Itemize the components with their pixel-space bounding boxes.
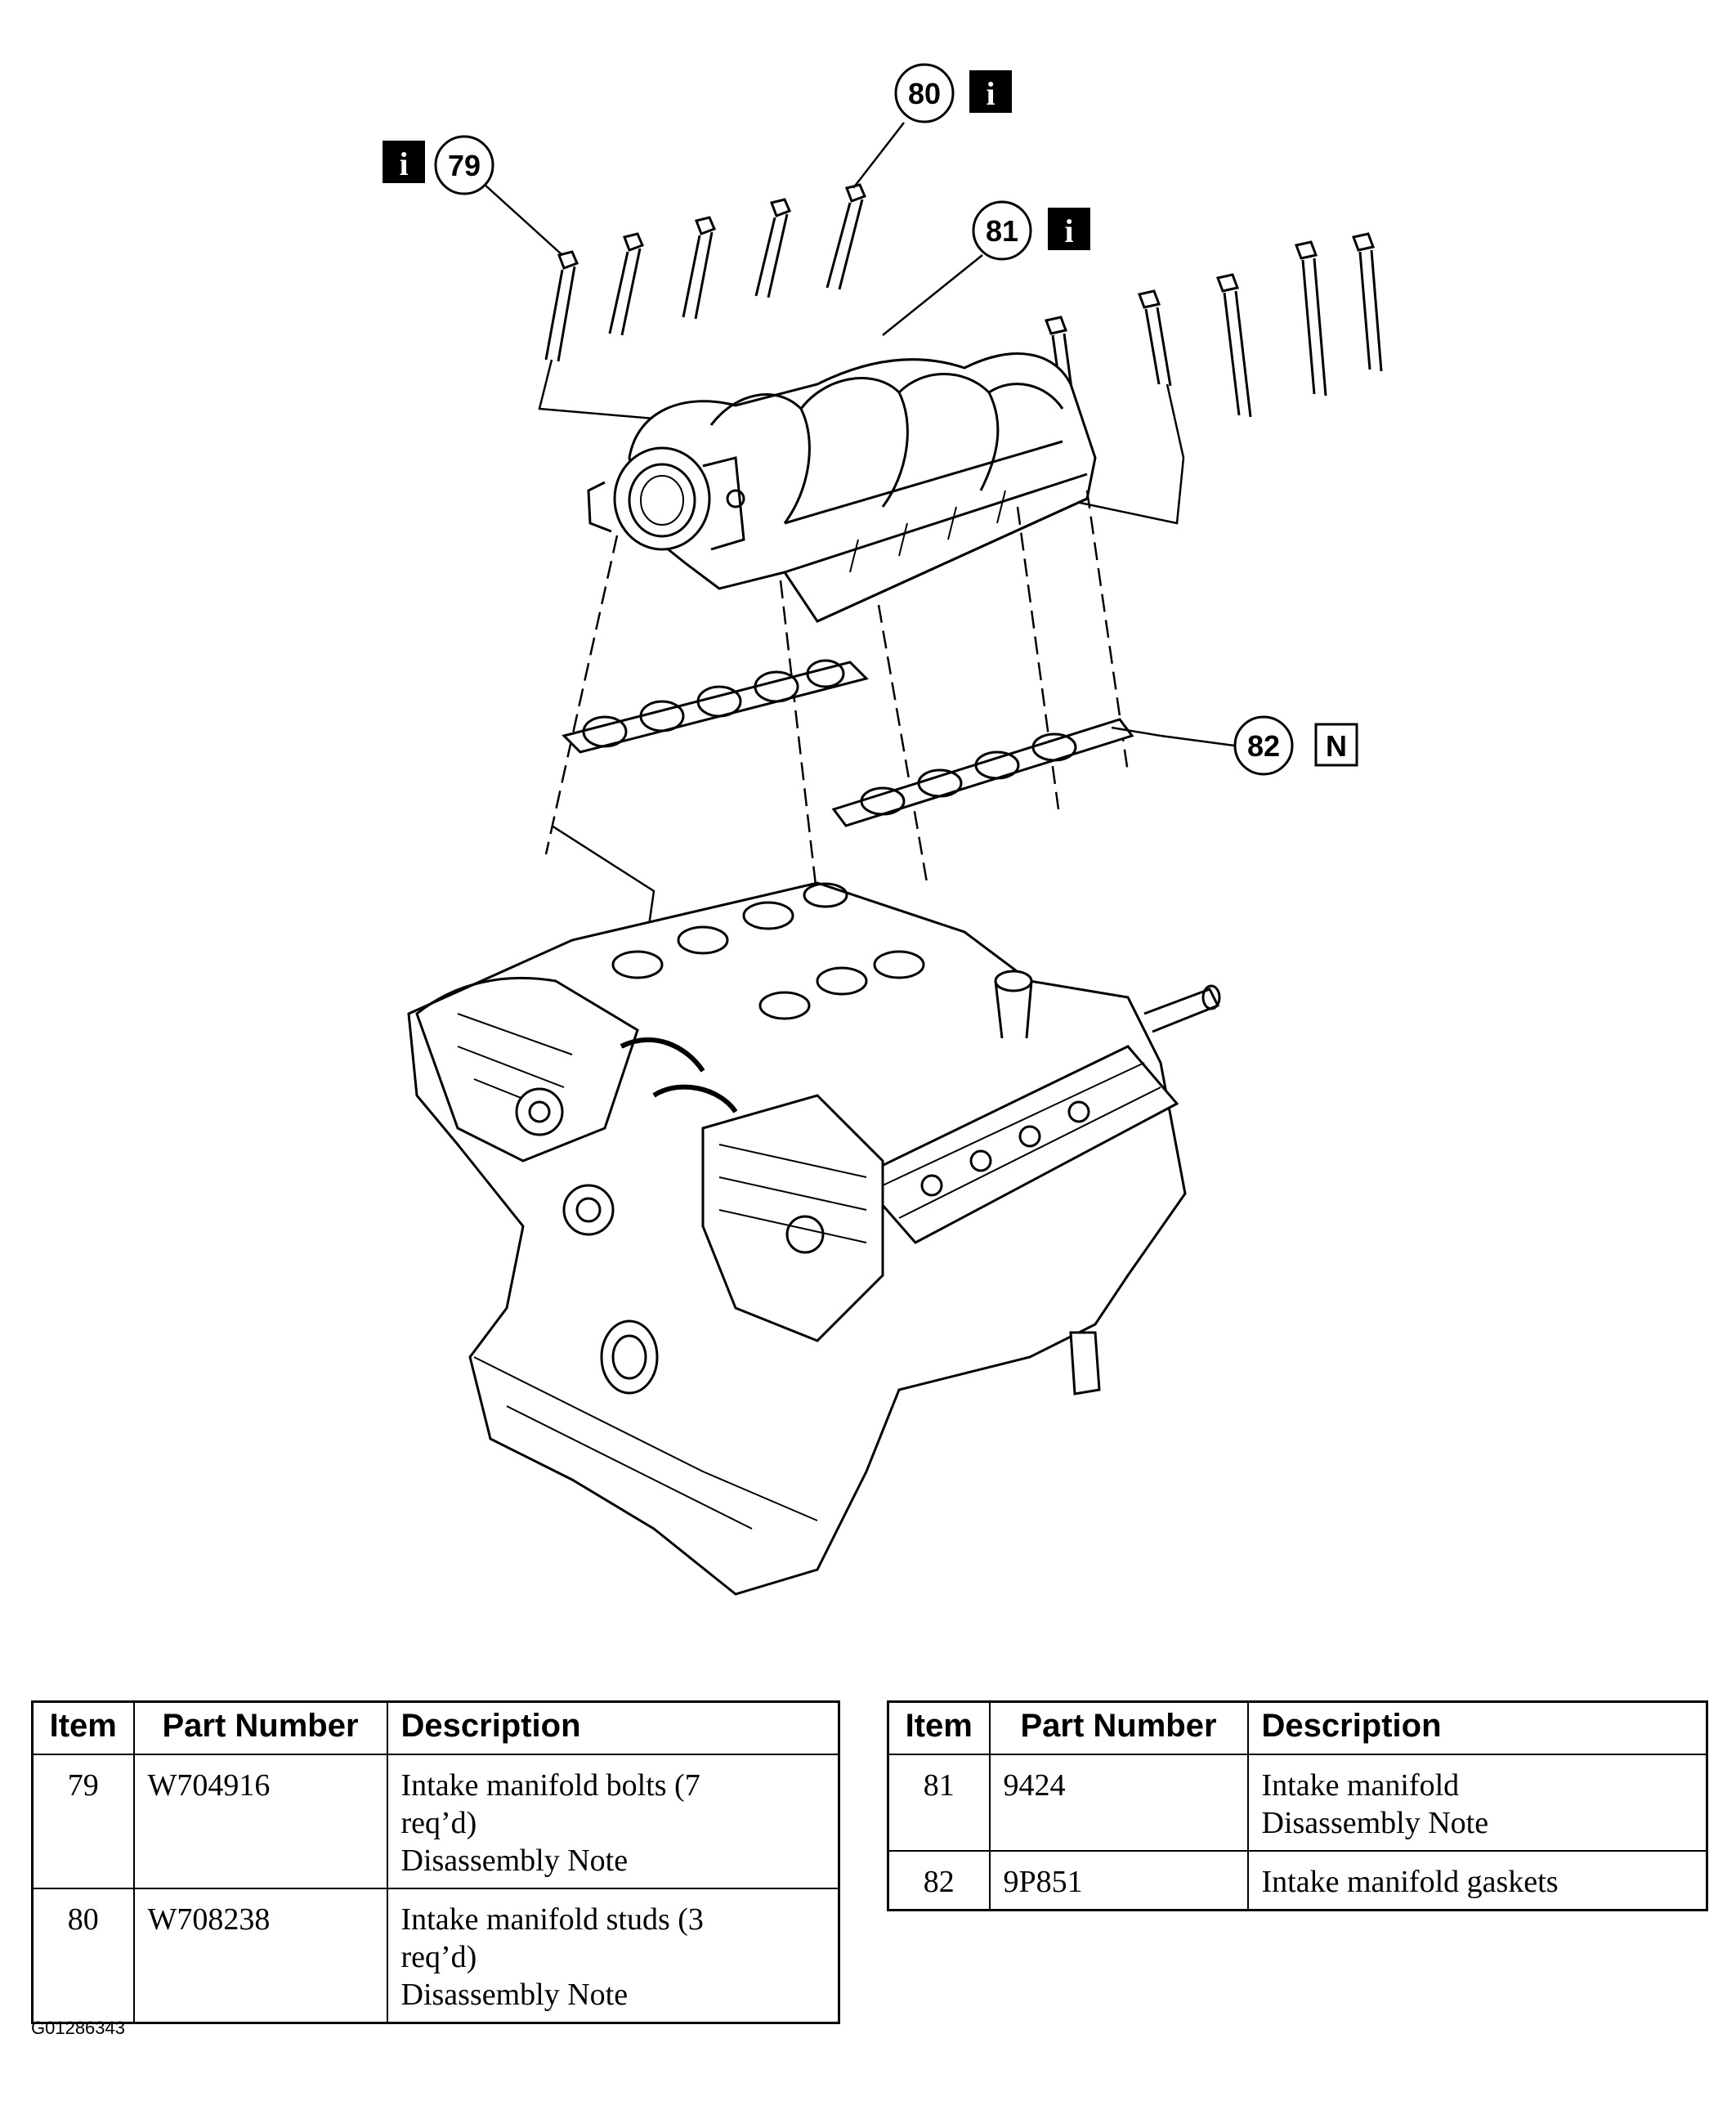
callout-80: 80 i xyxy=(894,63,1012,123)
disassembly-note-link[interactable]: Disassembly Note xyxy=(400,1843,629,1878)
table-row: 80 W708238 Intake manifold studs (3 req’… xyxy=(31,1888,840,2024)
stud xyxy=(1294,240,1327,396)
callout-number-81: 81 xyxy=(986,214,1018,248)
header-part-number: Part Number xyxy=(132,1700,388,1755)
bolt xyxy=(608,232,644,336)
cell-description: Intake manifold gaskets xyxy=(1246,1850,1708,1911)
new-part-badge-82: N xyxy=(1326,729,1347,763)
cell-part-number: W704916 xyxy=(132,1754,388,1889)
stud xyxy=(825,183,866,290)
exploded-view-diagram: i 79 80 i 81 i 82 N xyxy=(383,63,1383,1596)
cell-item: 80 xyxy=(31,1888,135,2024)
info-badge-79: i xyxy=(399,146,408,182)
stud xyxy=(1351,232,1383,372)
description-line: Intake manifold gaskets xyxy=(1261,1865,1559,1899)
gasket-left xyxy=(562,659,869,754)
bolt xyxy=(682,216,716,320)
description-line: Intake manifold studs (3 xyxy=(400,1902,704,1937)
table-header-row: Item Part Number Description xyxy=(31,1700,840,1755)
bolt xyxy=(544,250,579,362)
parts-table-right: Item Part Number Description 81 9424 Int… xyxy=(887,1700,1708,1911)
throttle-body xyxy=(587,446,745,551)
cell-part-number: 9424 xyxy=(988,1754,1249,1852)
header-description: Description xyxy=(1246,1700,1708,1755)
cell-item: 79 xyxy=(31,1754,135,1889)
cell-part-number: W708238 xyxy=(132,1888,388,2024)
table-row: 79 W704916 Intake manifold bolts (7 req’… xyxy=(31,1754,840,1889)
figure-id: G01286343 xyxy=(31,2018,125,2038)
bolts-left-group xyxy=(538,183,866,420)
parts-table-left: Item Part Number Description 79 W704916 … xyxy=(31,1700,840,2024)
callout-81: 81 i xyxy=(972,200,1090,261)
info-badge-81: i xyxy=(1064,213,1073,249)
bolt xyxy=(754,198,791,298)
intake-manifold xyxy=(587,352,1097,623)
bolt xyxy=(1137,289,1172,387)
header-description: Description xyxy=(386,1700,840,1755)
callout-79: i 79 xyxy=(383,135,494,195)
header-part-number: Part Number xyxy=(988,1700,1249,1755)
gasket-right xyxy=(831,718,1134,827)
description-line: Intake manifold bolts (7 xyxy=(400,1768,700,1803)
cell-item: 82 xyxy=(887,1850,991,1911)
cell-part-number: 9P851 xyxy=(988,1850,1249,1911)
disassembly-note-link[interactable]: Disassembly Note xyxy=(400,1978,629,2012)
header-item: Item xyxy=(887,1700,991,1755)
table-header-row: Item Part Number Description xyxy=(887,1700,1708,1755)
cell-description: Intake manifold studs (3 req’d) Disassem… xyxy=(386,1888,840,2024)
description-line: req’d) xyxy=(400,1806,477,1840)
callout-number-79: 79 xyxy=(448,149,481,182)
callout-number-80: 80 xyxy=(908,77,941,110)
description-line: req’d) xyxy=(400,1940,477,1974)
cell-description: Intake manifold Disassembly Note xyxy=(1246,1754,1708,1852)
cell-item: 81 xyxy=(887,1754,991,1852)
leader-lines xyxy=(483,122,1235,747)
disassembly-note-link[interactable]: Disassembly Note xyxy=(1261,1806,1489,1840)
bolt xyxy=(1215,273,1252,418)
info-badge-80: i xyxy=(986,75,995,112)
callout-number-82: 82 xyxy=(1247,729,1280,763)
table-row: 81 9424 Intake manifold Disassembly Note xyxy=(887,1754,1708,1852)
table-row: 82 9P851 Intake manifold gaskets xyxy=(887,1850,1708,1911)
engine-block xyxy=(407,881,1221,1596)
header-item: Item xyxy=(31,1700,135,1755)
cell-description: Intake manifold bolts (7 req’d) Disassem… xyxy=(386,1754,840,1889)
description-line: Intake manifold xyxy=(1261,1768,1460,1803)
callout-82: 82 N xyxy=(1233,715,1358,776)
